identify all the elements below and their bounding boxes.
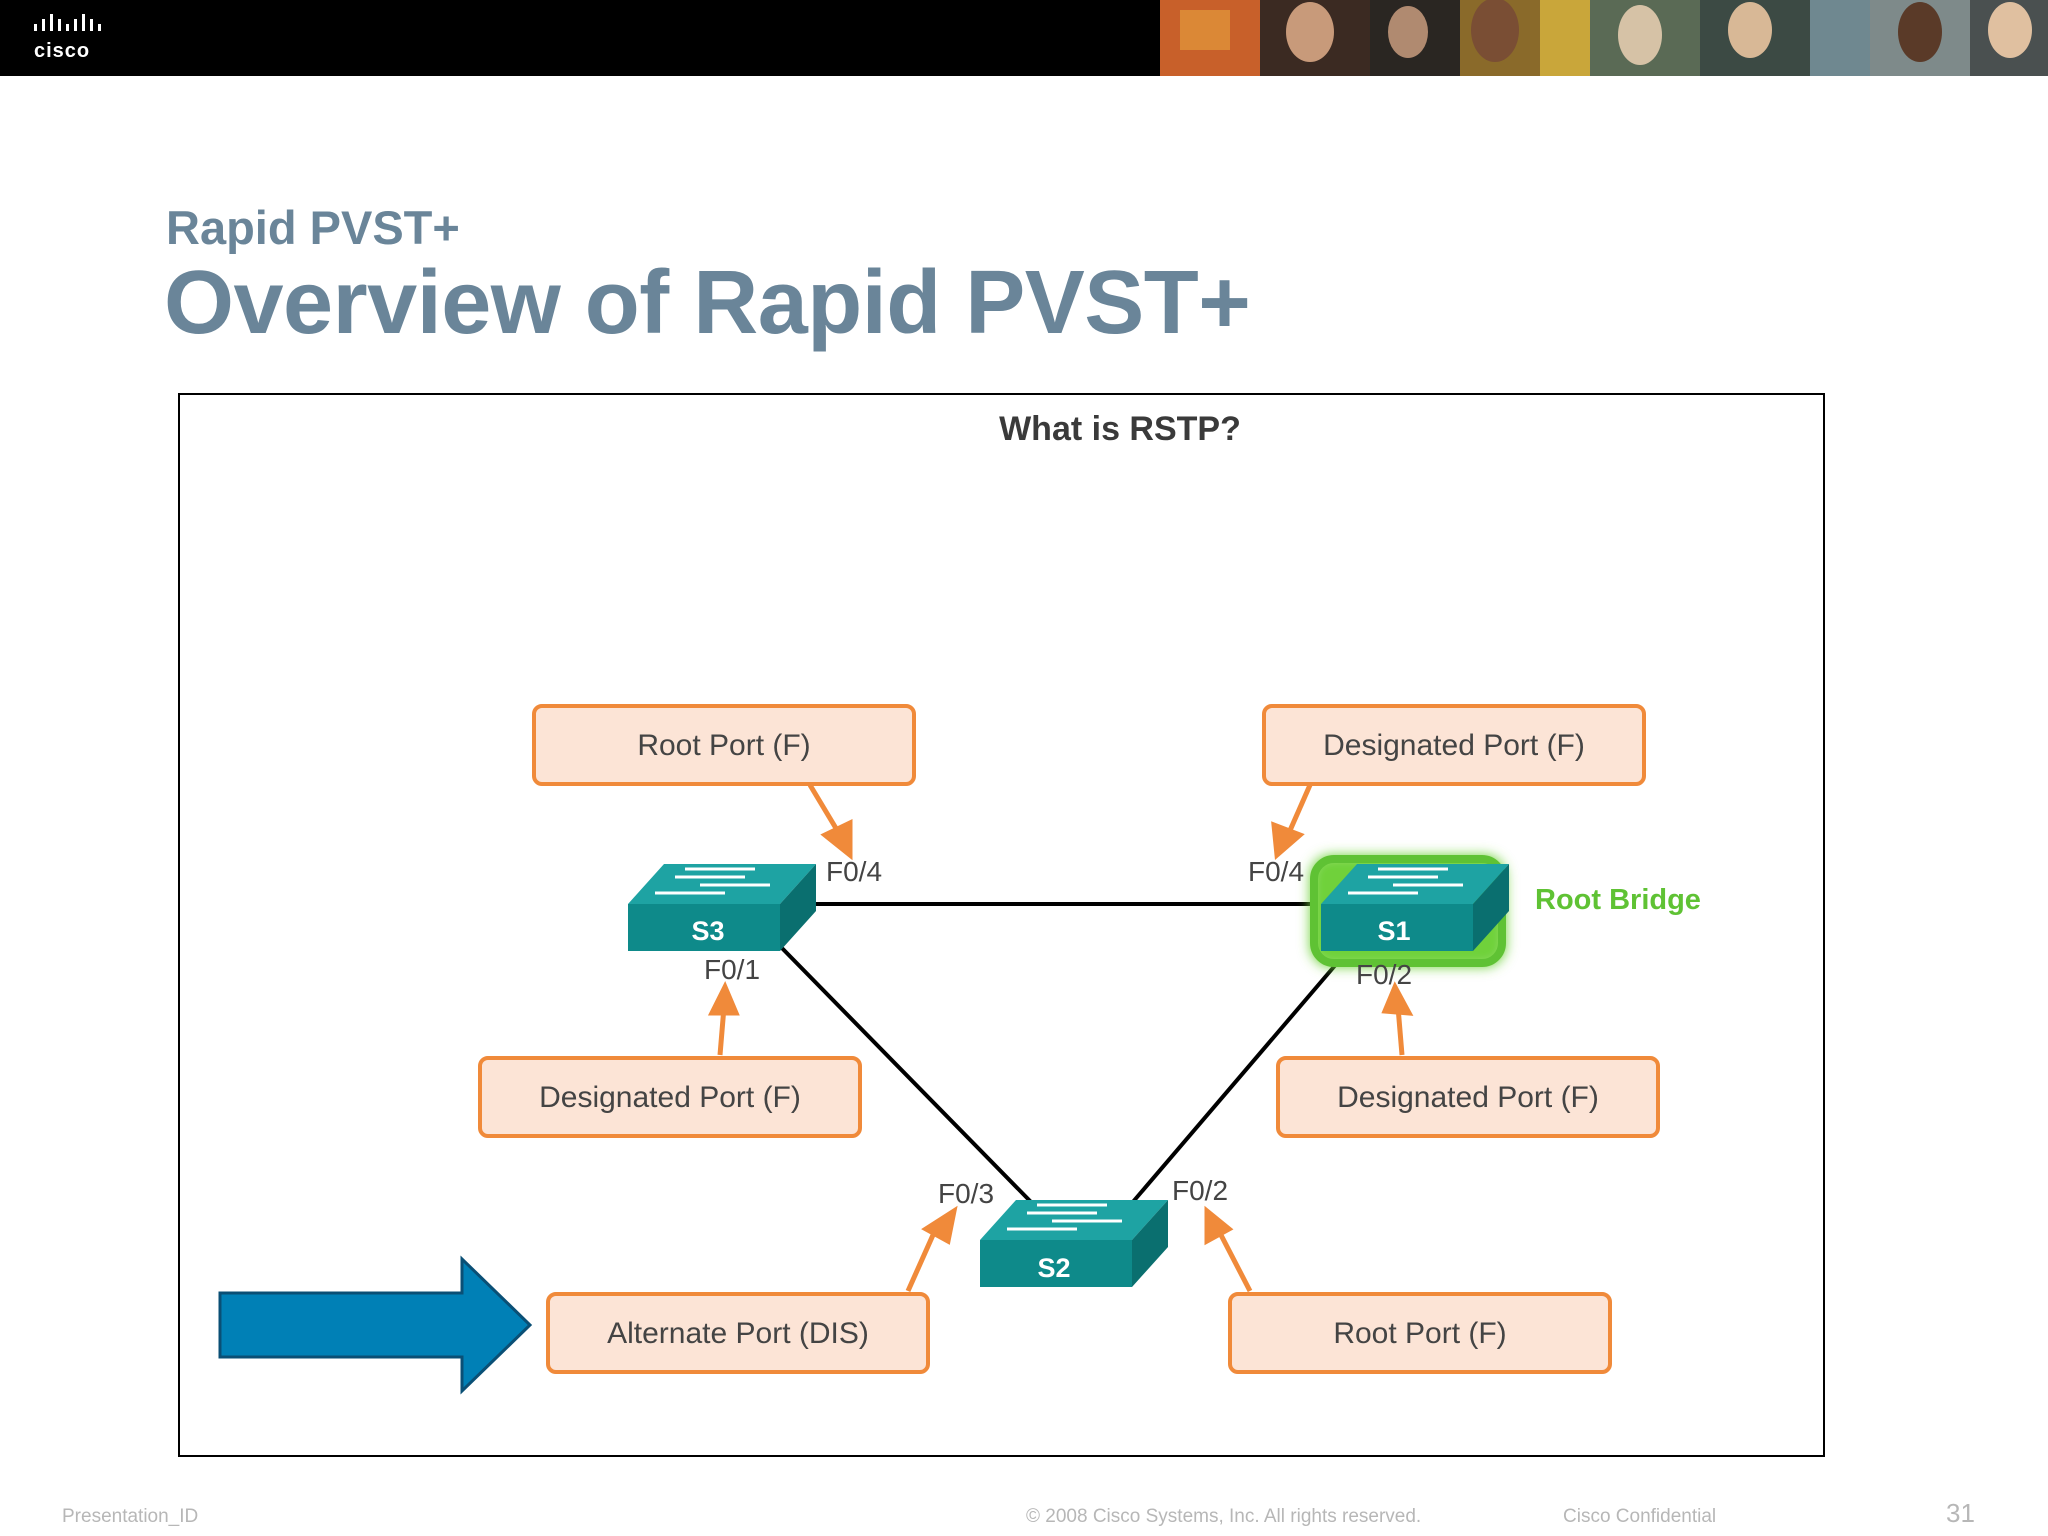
slide-title: Overview of Rapid PVST+: [164, 253, 1251, 353]
port-label-s2-f02: F0/2: [1172, 1175, 1228, 1206]
pointer-arrow: [218, 1255, 533, 1395]
root-bridge-label: Root Bridge: [1535, 884, 1701, 916]
links: [774, 902, 1340, 1205]
port-label-s3-f04: F0/4: [826, 856, 882, 887]
cisco-wordmark: cisco: [34, 40, 91, 62]
cisco-logo: cisco: [30, 14, 130, 64]
callout-s1-bottom-label: Designated Port (F): [1337, 1081, 1599, 1114]
port-label-s3-f01: F0/1: [704, 954, 760, 985]
people-photo-strip: [1160, 0, 2048, 76]
cisco-bridge-icon: [34, 14, 101, 31]
callout-s2-right-label: Root Port (F): [1333, 1317, 1506, 1350]
rstp-topology-diagram: What is RSTP? S3: [218, 410, 1701, 1395]
callout-s2-right: Root Port (F): [1228, 1292, 1612, 1374]
diagram-heading: What is RSTP?: [999, 410, 1241, 448]
switch-s2-label: S2: [1037, 1253, 1070, 1283]
link-s3-s2: [774, 940, 1034, 1205]
section-subtitle: Rapid PVST+: [166, 201, 460, 254]
switch-s2: S2: [980, 1200, 1168, 1287]
switch-s3: S3: [628, 864, 816, 951]
callout-s3-top-label: Root Port (F): [637, 729, 810, 762]
port-label-s1-f04: F0/4: [1248, 856, 1304, 887]
callout-s3-bottom: Designated Port (F): [478, 1056, 862, 1138]
callout-s2-left: Alternate Port (DIS): [546, 1292, 930, 1374]
port-label-s1-f02: F0/2: [1356, 959, 1412, 990]
port-label-s2-f03: F0/3: [938, 1178, 994, 1209]
callout-s1-bottom: Designated Port (F): [1276, 1056, 1660, 1138]
header-bar: cisco: [0, 0, 2048, 76]
callout-s3-bottom-label: Designated Port (F): [539, 1081, 801, 1114]
footer-confidential: Cisco Confidential: [1563, 1506, 1717, 1527]
switch-s3-label: S3: [691, 916, 724, 946]
page-number: 31: [1946, 1498, 1975, 1528]
link-s1-s2: [1130, 960, 1340, 1205]
callout-s1-top: Designated Port (F): [1262, 704, 1646, 786]
switch-s1-label: S1: [1377, 916, 1410, 946]
callout-arrows: [707, 783, 1414, 1293]
footer-presentation-id: Presentation_ID: [62, 1506, 199, 1527]
rstp-figure: What is RSTP? S3: [178, 393, 1825, 1457]
callout-s3-top: Root Port (F): [532, 704, 916, 786]
footer-copyright: © 2008 Cisco Systems, Inc. All rights re…: [1026, 1506, 1422, 1527]
callout-s2-left-label: Alternate Port (DIS): [607, 1317, 869, 1350]
switch-s1: S1: [1310, 855, 1509, 967]
callout-s1-top-label: Designated Port (F): [1323, 729, 1585, 762]
